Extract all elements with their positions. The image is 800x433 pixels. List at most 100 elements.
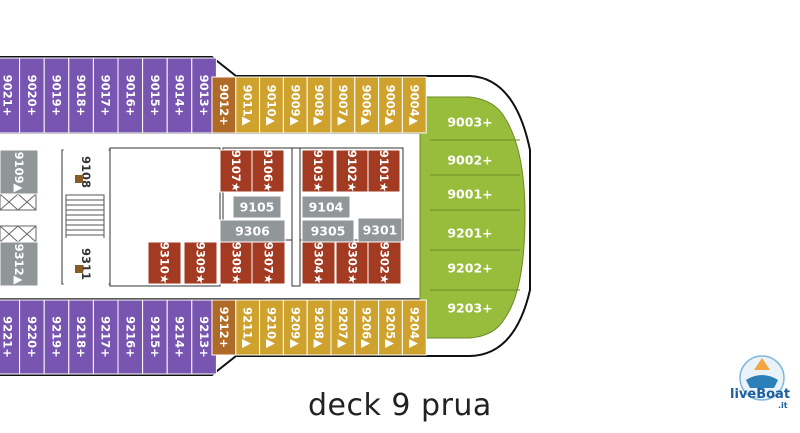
cabin-block xyxy=(92,57,119,134)
cabin-block xyxy=(401,299,427,356)
cabin-number: 9304★ xyxy=(312,242,326,284)
cabin-block xyxy=(117,299,144,375)
cabin-number: 9301 xyxy=(363,223,398,238)
stairs-icon xyxy=(65,192,105,238)
cabin-number: 9310★ xyxy=(158,242,172,284)
cabin-block xyxy=(301,219,355,243)
accessible-marker xyxy=(75,265,83,273)
cabin-number: 9210▲ xyxy=(265,307,279,348)
cabin-block xyxy=(301,241,336,285)
cabin-number: 9218+ xyxy=(74,316,88,358)
cabin-number: 9019+ xyxy=(50,75,64,117)
cabin-number: 9005▲ xyxy=(384,85,398,126)
logo-suffix: .it xyxy=(778,401,788,410)
cabin-number: 9008▲ xyxy=(312,85,326,126)
cabin-number: 9011▲ xyxy=(241,85,255,126)
deck-caption: deck 9 prua xyxy=(308,388,492,423)
cabin-number: 9219+ xyxy=(50,316,64,358)
suite-number: 9201+ xyxy=(447,226,492,241)
cabin-block xyxy=(357,217,403,243)
cabin-number: 9209▲ xyxy=(288,307,302,348)
cabin-number: 9010▲ xyxy=(265,85,279,126)
cabin-number: 9215+ xyxy=(148,316,162,358)
cabin-block xyxy=(367,149,401,193)
cabin-number: 9307★ xyxy=(262,242,276,284)
accessible-marker xyxy=(75,175,83,183)
cabin-number: 9015+ xyxy=(148,75,162,117)
cabin-number: 9216+ xyxy=(123,316,137,358)
cabin-block xyxy=(43,57,70,134)
cabin-number: 9213+ xyxy=(197,316,211,358)
cabin-number: 9017+ xyxy=(99,75,113,117)
cabin-block xyxy=(301,149,335,193)
cabin-block xyxy=(166,299,193,375)
cabin-number: 9306 xyxy=(235,224,270,239)
cabin-block xyxy=(183,241,218,285)
cabin-number: 9109▲ xyxy=(12,152,26,193)
cabin-number: 9004▲ xyxy=(407,85,421,126)
cabin-number: 9014+ xyxy=(173,75,187,117)
cabin-number: 9305 xyxy=(311,224,346,239)
cabin-number: 9207▲ xyxy=(336,307,350,348)
cabin-number: 9102★ xyxy=(345,150,359,192)
cabin-number: 9309★ xyxy=(194,242,208,284)
cabin-block xyxy=(19,299,45,375)
cabin-number: 9101★ xyxy=(377,150,391,192)
cabin-number: 9007▲ xyxy=(336,85,350,126)
cabin-number: 9016+ xyxy=(123,75,137,117)
cabin-block xyxy=(0,241,39,287)
cabin-block xyxy=(43,299,70,375)
cabin-block xyxy=(68,299,94,375)
cabin-number: 9108 xyxy=(79,156,93,188)
forward-suites-area xyxy=(419,96,526,339)
cabin-block xyxy=(147,241,182,285)
cabin-block xyxy=(63,149,109,195)
suite-number: 9203+ xyxy=(447,301,492,316)
cabin-block xyxy=(68,57,94,134)
cabin-block xyxy=(335,149,369,193)
cabin-number: 9021+ xyxy=(0,75,14,117)
suite-number: 9202+ xyxy=(447,261,492,276)
cabin-number: 9217+ xyxy=(99,316,113,358)
cabin-number: 9220+ xyxy=(25,316,39,358)
cabin-number: 9302★ xyxy=(378,242,392,284)
cabin-number: 9012+ xyxy=(217,84,231,126)
cabin-block xyxy=(142,57,168,134)
cabin-number: 9308★ xyxy=(230,242,244,284)
cabin-number: 9104 xyxy=(309,200,344,215)
cabin-block xyxy=(251,241,286,285)
suite-number: 9002+ xyxy=(447,153,492,168)
cabin-block xyxy=(166,57,193,134)
cabin-number: 9103★ xyxy=(311,150,325,192)
cabin-block xyxy=(251,149,285,193)
cabin-number: 9009▲ xyxy=(288,85,302,126)
cabin-number: 9303★ xyxy=(346,242,360,284)
cabin-number: 9020+ xyxy=(25,75,39,117)
cabin-number: 9221+ xyxy=(0,316,14,358)
cabin-number: 9211▲ xyxy=(241,307,255,348)
cabin-number: 9206▲ xyxy=(360,307,374,348)
cabin-block xyxy=(142,299,168,375)
hull-outline xyxy=(0,56,531,376)
cabin-number: 9013+ xyxy=(197,75,211,117)
cabin-block xyxy=(219,149,253,193)
cabin-number: 9312▲ xyxy=(12,244,26,285)
cabin-number: 9214+ xyxy=(173,316,187,358)
suite-number: 9003+ xyxy=(447,115,492,130)
cabin-number: 9205▲ xyxy=(384,307,398,348)
cabin-block xyxy=(401,76,427,134)
cabin-number: 9107★ xyxy=(229,150,243,192)
cabin-number: 9018+ xyxy=(74,75,88,117)
suite-number: 9001+ xyxy=(447,187,492,202)
cabin-number: 9106★ xyxy=(261,150,275,192)
cabin-number: 9212+ xyxy=(217,307,231,349)
cabin-block xyxy=(367,241,402,285)
cabin-block xyxy=(0,149,39,195)
logo-text: liveBoat xyxy=(730,387,790,402)
liveboat-logo: liveBoat .it xyxy=(730,355,790,410)
cabin-block xyxy=(63,241,109,287)
cabin-number: 9208▲ xyxy=(312,307,326,348)
cabin-block xyxy=(232,195,282,219)
elevator-icons xyxy=(0,193,37,243)
